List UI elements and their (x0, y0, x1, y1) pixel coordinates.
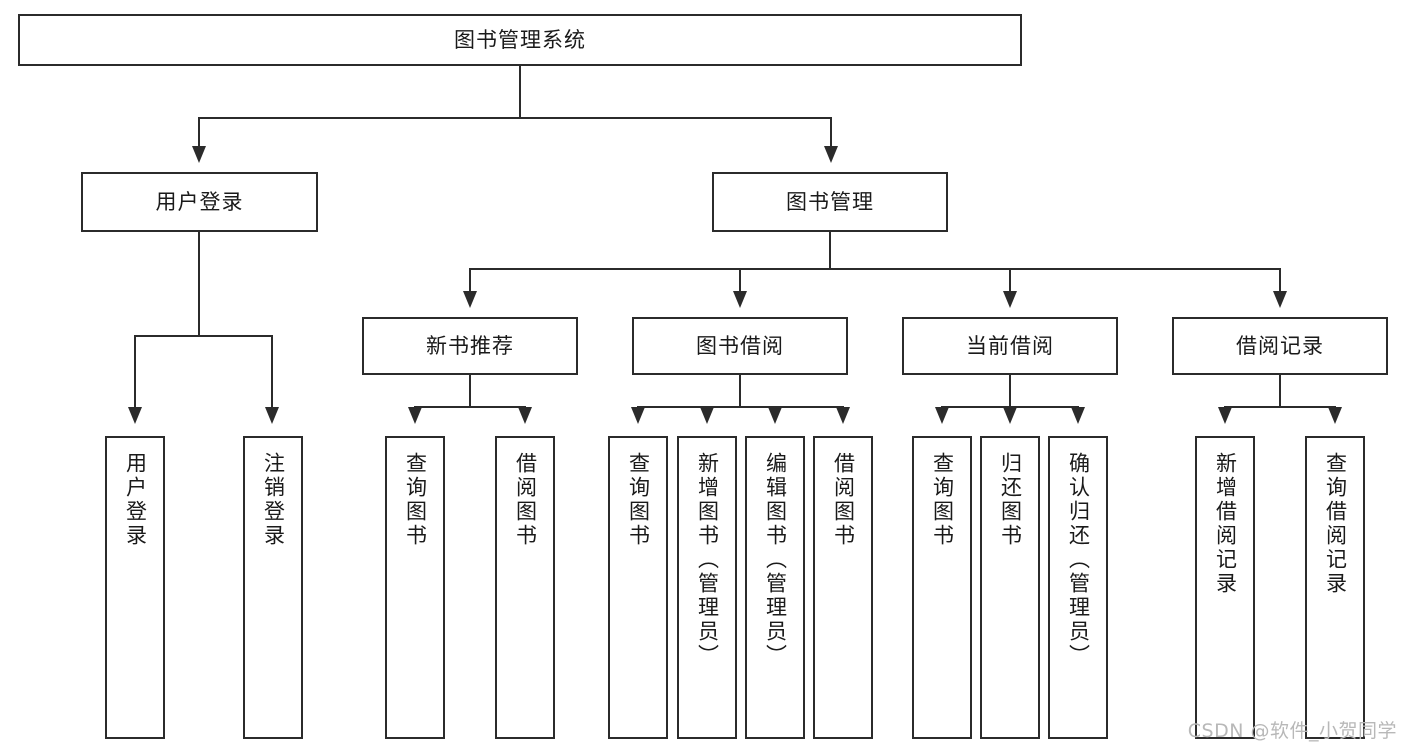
leaf-confirm-return-admin[interactable]: 确认归还（管理员） (1048, 436, 1108, 739)
edge-book-borrow-stem (739, 375, 741, 407)
node-book-management[interactable]: 图书管理 (712, 172, 948, 232)
node-label: 确认归还（管理员） (1066, 452, 1091, 668)
node-label: 注销登录 (261, 452, 286, 548)
leaf-add-book-admin[interactable]: 新增图书（管理员） (677, 436, 737, 739)
arrow-to-current-borrow (1003, 291, 1017, 308)
edge-root-bus (198, 117, 832, 119)
edge-new-book-bus (414, 406, 526, 408)
edge-to-new-book (469, 268, 471, 292)
arrow-to-book-borrow (733, 291, 747, 308)
arrow-to-user-login (192, 146, 206, 163)
edge-level3-bus (469, 268, 1281, 270)
arrow-to-new-book (463, 291, 477, 308)
node-book-borrow[interactable]: 图书借阅 (632, 317, 848, 375)
arrow-to-book-management (824, 146, 838, 163)
node-label: 查询图书 (403, 452, 428, 548)
arrow-to-leaf-borrow-book-1 (518, 407, 532, 424)
leaf-return-book[interactable]: 归还图书 (980, 436, 1040, 739)
edge-root-stem (519, 66, 521, 118)
leaf-add-borrow-record[interactable]: 新增借阅记录 (1195, 436, 1255, 739)
edge-root-to-book-management (830, 117, 832, 147)
node-label: 编辑图书（管理员） (763, 452, 788, 668)
arrow-to-leaf-add-record (1218, 407, 1232, 424)
arrow-to-leaf-query-record (1328, 407, 1342, 424)
node-current-borrow[interactable]: 当前借阅 (902, 317, 1118, 375)
arrow-to-leaf-borrow-book-2 (836, 407, 850, 424)
edge-to-borrow-record (1279, 268, 1281, 292)
arrow-to-leaf-query-book-3 (935, 407, 949, 424)
leaf-borrow-book-new[interactable]: 借阅图书 (495, 436, 555, 739)
node-label: 借阅图书 (513, 452, 538, 548)
edge-to-book-borrow (739, 268, 741, 292)
arrow-to-leaf-query-book-1 (408, 407, 422, 424)
edge-to-leaf-user-login (134, 335, 136, 408)
node-label: 用户登录 (155, 189, 244, 214)
node-label: 用户登录 (123, 452, 148, 548)
node-label: 新书推荐 (426, 333, 514, 358)
node-label: 查询图书 (626, 452, 651, 548)
edge-root-to-user-login (198, 117, 200, 147)
leaf-query-book-borrow[interactable]: 查询图书 (608, 436, 668, 739)
arrow-to-leaf-user-login (128, 407, 142, 424)
edge-user-login-stem (198, 232, 200, 336)
node-root-book-management-system[interactable]: 图书管理系统 (18, 14, 1022, 66)
node-label: 图书管理系统 (454, 27, 586, 52)
arrow-to-leaf-logout (265, 407, 279, 424)
node-label: 新增借阅记录 (1213, 452, 1238, 596)
node-label: 图书管理 (786, 189, 874, 214)
leaf-borrow-book-borrow[interactable]: 借阅图书 (813, 436, 873, 739)
node-label: 当前借阅 (966, 333, 1054, 358)
arrow-to-leaf-confirm-return (1071, 407, 1085, 424)
leaf-query-borrow-record[interactable]: 查询借阅记录 (1305, 436, 1365, 739)
edge-borrow-record-stem (1279, 375, 1281, 407)
arrow-to-leaf-add-book (700, 407, 714, 424)
edge-to-leaf-logout (271, 335, 273, 408)
node-label: 查询图书 (930, 452, 955, 548)
node-label: 查询借阅记录 (1323, 452, 1348, 596)
edge-to-current-borrow (1009, 268, 1011, 292)
edge-borrow-record-bus (1224, 406, 1336, 408)
leaf-query-book-current[interactable]: 查询图书 (912, 436, 972, 739)
leaf-edit-book-admin[interactable]: 编辑图书（管理员） (745, 436, 805, 739)
node-label: 新增图书（管理员） (695, 452, 720, 668)
edge-user-login-bus (134, 335, 272, 337)
leaf-query-book-new[interactable]: 查询图书 (385, 436, 445, 739)
arrow-to-borrow-record (1273, 291, 1287, 308)
node-label: 归还图书 (998, 452, 1023, 548)
arrow-to-leaf-return-book (1003, 407, 1017, 424)
node-new-book-recommend[interactable]: 新书推荐 (362, 317, 578, 375)
node-label: 借阅图书 (831, 452, 856, 548)
edge-new-book-stem (469, 375, 471, 407)
edge-book-management-stem (829, 232, 831, 269)
leaf-logout[interactable]: 注销登录 (243, 436, 303, 739)
arrow-to-leaf-edit-book (768, 407, 782, 424)
node-label: 图书借阅 (696, 333, 784, 358)
edge-book-borrow-bus (637, 406, 844, 408)
node-label: 借阅记录 (1236, 333, 1324, 358)
edge-current-borrow-stem (1009, 375, 1011, 407)
node-borrow-record[interactable]: 借阅记录 (1172, 317, 1388, 375)
node-user-login[interactable]: 用户登录 (81, 172, 318, 232)
leaf-user-login[interactable]: 用户登录 (105, 436, 165, 739)
arrow-to-leaf-query-book-2 (631, 407, 645, 424)
